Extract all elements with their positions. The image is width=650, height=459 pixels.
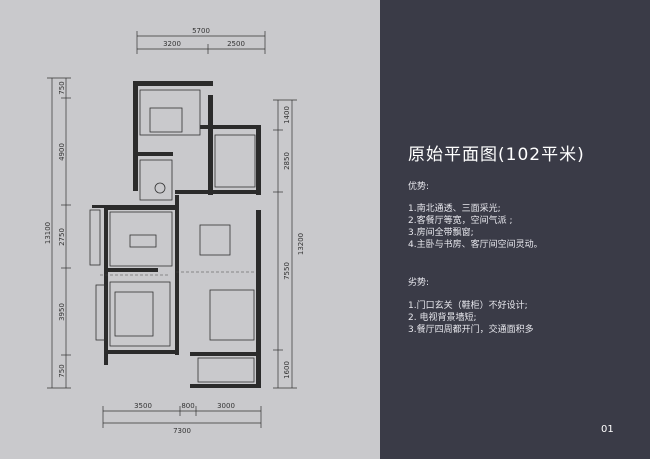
dim-right-4: 1600 <box>283 361 291 379</box>
dim-bottom-left: 3500 <box>134 402 152 410</box>
pros-item-3: 3.房间全带飘窗; <box>408 228 474 238</box>
pros-item-4: 4.主卧与书房、客厅间空间灵动。 <box>408 240 543 250</box>
dim-right-1: 1400 <box>283 106 291 124</box>
dim-left-1: 750 <box>58 81 66 94</box>
bed-north-icon <box>149 107 183 133</box>
cons-item-3: 3.餐厅四周都开门，交通面积多 <box>408 325 534 335</box>
dim-right-total: 13200 <box>297 233 305 255</box>
pros-item-2: 2.客餐厅等宽，空间气派 ; <box>408 216 513 226</box>
dim-top-total: 5700 <box>192 27 210 35</box>
bay-window-master-icon <box>95 284 107 341</box>
study <box>109 211 173 267</box>
page-title: 原始平面图(102平米) <box>408 145 585 165</box>
dining-table-icon <box>199 224 231 256</box>
kitchen <box>214 134 256 188</box>
dim-right-2: 2850 <box>283 152 291 170</box>
dim-left-3: 2750 <box>58 228 66 246</box>
cons-heading: 劣势: <box>408 278 430 288</box>
dim-bottom-right: 3000 <box>217 402 235 410</box>
toilet-icon <box>154 182 166 194</box>
pros-item-1: 1.南北通透、三面采光; <box>408 204 501 214</box>
floor-plan: 5700 3200 2500 3500 800 3000 7300 750 49… <box>44 27 305 435</box>
bed-master-icon <box>114 291 154 337</box>
desk-icon <box>129 234 157 248</box>
bay-window-study-icon <box>89 209 101 266</box>
dim-left-4: 3950 <box>58 303 66 321</box>
pros-heading: 优势: <box>408 182 430 192</box>
bedroom-north <box>139 89 201 136</box>
master-bedroom <box>109 281 171 347</box>
dim-top-right: 2500 <box>227 40 245 48</box>
dim-right-3: 7550 <box>283 262 291 280</box>
balcony <box>197 357 255 383</box>
floor-plan-drawing: 5700 3200 2500 3500 800 3000 7300 750 49… <box>44 27 305 435</box>
dim-top-left: 3200 <box>163 40 181 48</box>
dim-left-total: 13100 <box>44 222 52 244</box>
page-number: 01 <box>601 424 614 435</box>
dim-left-5: 750 <box>58 364 66 377</box>
walls <box>92 81 261 388</box>
dim-left-2: 4900 <box>58 143 66 161</box>
living-room-sofa-icon <box>209 289 255 341</box>
info-panel: 原始平面图(102平米) 优势: 1.南北通透、三面采光; 2.客餐厅等宽，空间… <box>380 0 650 459</box>
dim-bottom-total: 7300 <box>173 427 191 435</box>
cons-item-1: 1.门口玄关（鞋柜）不好设计; <box>408 301 528 311</box>
dim-bottom-mid: 800 <box>181 402 194 410</box>
cons-item-2: 2. 电视背景墙短; <box>408 313 477 323</box>
bathroom <box>139 159 173 201</box>
